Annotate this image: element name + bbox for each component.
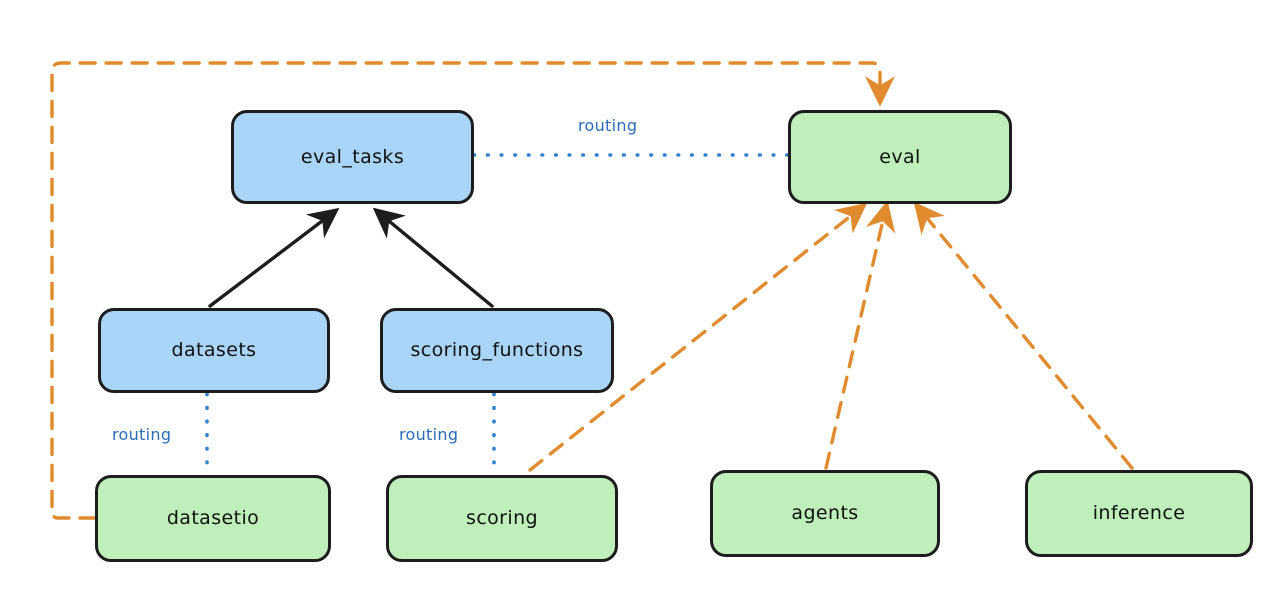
node-scoring-functions[interactable]: scoring_functions [380, 308, 614, 393]
edge-datasets-to-eval_tasks [208, 207, 340, 308]
node-label-scoring: scoring [466, 507, 538, 530]
node-label-datasets: datasets [171, 339, 257, 362]
node-label-eval-tasks: eval_tasks [300, 145, 405, 168]
node-label-datasetio: datasetio [166, 507, 260, 530]
node-datasets[interactable]: datasets [98, 308, 330, 393]
edge-inference-to-eval [913, 201, 1134, 470]
edge-scoring_functions-to-eval_tasks [372, 207, 494, 308]
node-datasetio[interactable]: datasetio [95, 475, 331, 562]
edge-label-routing-scoring: routing [399, 425, 459, 444]
node-agents[interactable]: agents [710, 470, 940, 557]
node-scoring[interactable]: scoring [386, 475, 618, 562]
node-label-inference: inference [1092, 502, 1186, 525]
edge-label-routing-eval: routing [578, 116, 638, 135]
node-eval[interactable]: eval [788, 110, 1012, 204]
node-label-eval: eval [879, 145, 921, 168]
node-label-scoring-functions: scoring_functions [410, 339, 584, 362]
node-eval-tasks[interactable]: eval_tasks [231, 110, 474, 204]
node-label-agents: agents [791, 502, 859, 525]
edge-agents-to-eval [824, 200, 896, 470]
edge-label-routing-datasetio: routing [112, 425, 172, 444]
node-inference[interactable]: inference [1025, 470, 1253, 557]
